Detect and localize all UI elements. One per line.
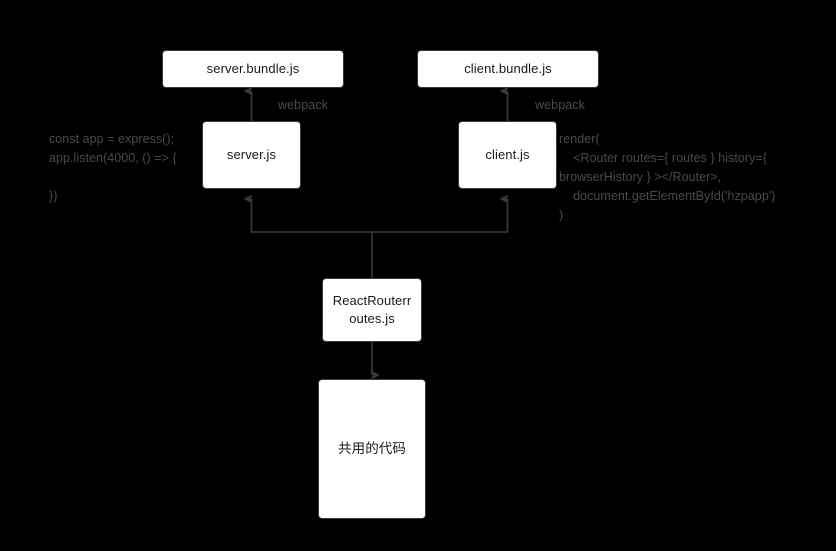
annotation-server-code: const app = express(); app.listen(4000, … bbox=[49, 132, 177, 203]
node-shared-code[interactable]: 共用的代码 bbox=[318, 379, 426, 519]
edge-label-webpack-client: webpack bbox=[535, 98, 586, 112]
annotation-client-code: render( <Router routes={ routes } histor… bbox=[559, 132, 776, 222]
node-react-router-routes-js-label: ReactRouterroutes.js bbox=[332, 293, 412, 326]
node-shared-code-label: 共用的代码 bbox=[338, 440, 406, 456]
node-client-js[interactable]: client.js bbox=[458, 121, 557, 189]
edge-label-webpack-server: webpack bbox=[278, 98, 329, 112]
node-server-js[interactable]: server.js bbox=[202, 121, 301, 189]
node-client-bundle-js-label: client.bundle.js bbox=[464, 61, 552, 77]
node-react-router-routes-js[interactable]: ReactRouterroutes.js bbox=[322, 278, 422, 342]
node-client-bundle-js[interactable]: client.bundle.js bbox=[417, 50, 599, 88]
node-server-bundle-js[interactable]: server.bundle.js bbox=[162, 50, 344, 88]
node-server-js-label: server.js bbox=[226, 147, 277, 163]
edge-router-bus bbox=[250, 231, 509, 278]
node-client-js-label: client.js bbox=[485, 147, 530, 163]
node-server-bundle-js-label: server.bundle.js bbox=[206, 61, 300, 77]
